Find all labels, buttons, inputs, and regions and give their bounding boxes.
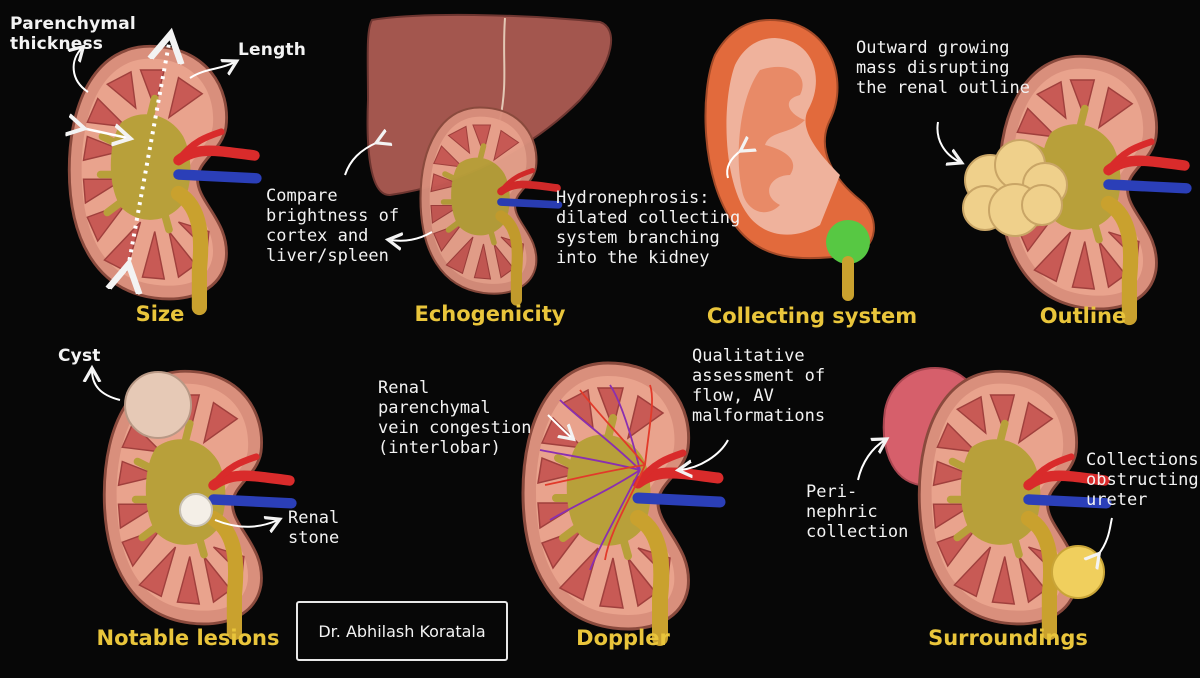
title-surroundings: Surroundings	[928, 626, 1088, 650]
title-collecting-system: Collecting system	[707, 304, 917, 328]
hydronephrosis-label: Hydronephrosis: dilated collecting syste…	[556, 188, 740, 268]
cyst-label: Cyst	[58, 346, 101, 366]
renal-stone-label: Renal stone	[288, 508, 339, 548]
title-outline: Outline	[1040, 304, 1126, 328]
vein-congestion-label: Renal parenchymal vein congestion (inter…	[378, 378, 532, 458]
outward-mass-label: Outward growing mass disrupting the rena…	[856, 38, 1030, 98]
title-doppler: Doppler	[576, 626, 670, 650]
compare-brightness-label: Compare brightness of cortex and liver/s…	[266, 186, 399, 266]
perinephric-collection-label: Peri- nephric collection	[806, 482, 908, 542]
collections-ureter-label: Collections obstructing ureter	[1086, 450, 1199, 510]
parenchymal-thickness-label: Parenchymal thickness	[10, 14, 136, 54]
lesions-illustration	[92, 370, 291, 633]
title-echogenicity: Echogenicity	[415, 302, 566, 326]
qualitative-flow-label: Qualitative assessment of flow, AV malfo…	[692, 346, 825, 426]
author-credit: Dr. Abhilash Koratala	[318, 622, 485, 641]
author-credit-box: Dr. Abhilash Koratala	[296, 601, 508, 661]
length-label: Length	[238, 40, 306, 60]
size-kidney-illustration	[69, 38, 256, 308]
title-notable-lesions: Notable lesions	[96, 626, 279, 650]
title-size: Size	[136, 302, 185, 326]
